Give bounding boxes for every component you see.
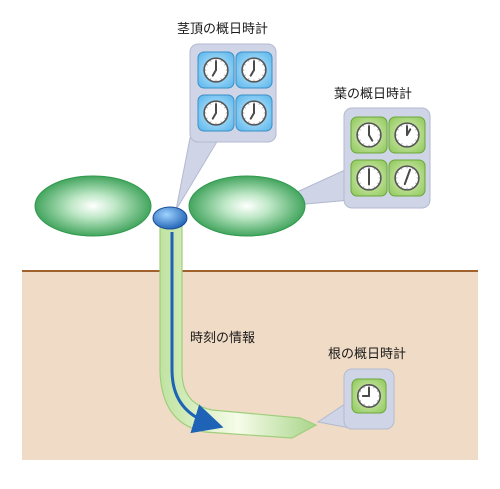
- clock-icon: [356, 165, 382, 191]
- clock-icon: [394, 165, 420, 191]
- clock-icon: [394, 122, 420, 148]
- root-clock-cell: [351, 378, 387, 414]
- shoot-apex: [152, 206, 188, 230]
- root-clock-label: 根の概日時計: [328, 347, 407, 362]
- clock-icon: [203, 57, 229, 83]
- stem-clock-cell: [197, 94, 235, 132]
- stem-clock-label: 茎頂の概日時計: [177, 22, 269, 37]
- leaf-clock-cell: [350, 159, 388, 197]
- leaf-clock-cell: [388, 116, 426, 154]
- leaf-clock-cell: [350, 116, 388, 154]
- clock-icon: [356, 383, 382, 409]
- signal-arrow: [170, 232, 224, 434]
- clock-group: [197, 51, 426, 414]
- stem-clock-cell: [197, 51, 235, 89]
- clock-icon: [203, 100, 229, 126]
- time-info-label: 時刻の情報: [190, 331, 256, 346]
- stem-clock-cell: [235, 94, 273, 132]
- left-leaf: [34, 175, 152, 237]
- stem-root: [159, 221, 318, 439]
- clock-icon: [241, 100, 267, 126]
- leaf-clock-cell: [388, 159, 426, 197]
- clock-icon: [241, 57, 267, 83]
- leaf-clock-label: 葉の概日時計: [334, 87, 413, 102]
- clock-icon: [356, 122, 382, 148]
- right-leaf: [188, 175, 306, 237]
- stem-clock-cell: [235, 51, 273, 89]
